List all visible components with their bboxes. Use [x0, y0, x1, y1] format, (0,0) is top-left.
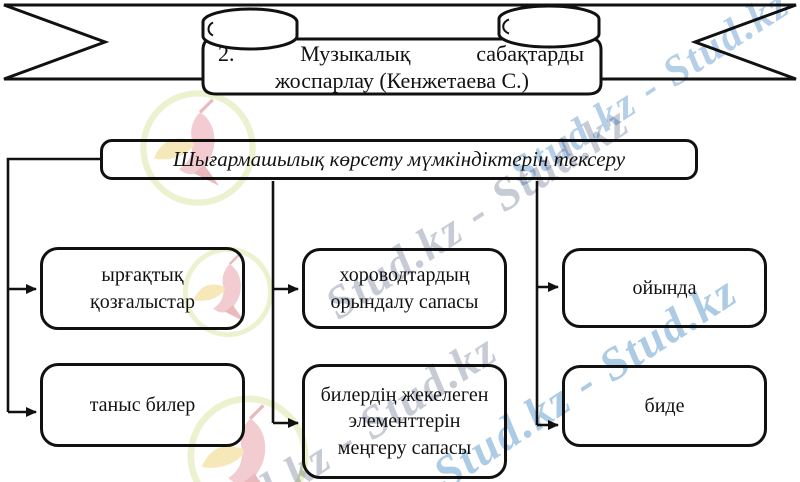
header-label: Шығармашылық көрсету мүмкіндіктерін текс…	[172, 147, 626, 171]
box-tanys-biler: таныс билер	[40, 363, 245, 447]
box-label: ырғақтық қозғалыстар	[89, 264, 196, 313]
box-label: билердің жекелеген элементтерін меңгеру …	[320, 383, 489, 459]
connector-left-trunk	[6, 157, 100, 412]
banner-number: 2.	[218, 41, 235, 66]
box-label: таныс билер	[89, 393, 196, 416]
scroll-plaque	[201, 37, 603, 96]
box-label: биде	[644, 394, 685, 417]
box-oiynda: ойында	[562, 248, 767, 328]
box-bilerdin-elementteri: билердің жекелеген элементтерін меңгеру …	[302, 364, 507, 479]
banner-title-line2: жоспарлау (Кенжетаева С.)	[275, 68, 529, 93]
box-label: ойында	[632, 276, 697, 299]
header-box: Шығармашылық көрсету мүмкіндіктерін текс…	[100, 139, 698, 180]
box-label: хороводтардың орындалу сапасы	[330, 264, 479, 313]
scroll-curl-right-roll	[502, 18, 510, 35]
banner-title-word2: сабақтарды	[476, 41, 584, 66]
scroll-curl-left-roll	[207, 21, 214, 37]
scroll-curl-right	[497, 4, 601, 49]
box-khorovod-sapasy: хороводтардың орындалу сапасы	[302, 248, 507, 329]
banner-title-word1: Музыкалық	[300, 41, 411, 66]
banner-title: 2. Музыкалық сабақтарды жоспарлау (Кенже…	[206, 40, 598, 94]
scroll-curl-left	[201, 7, 299, 51]
box-yrgaqtyq-qozgalystar: ырғақтық қозғалыстар	[40, 247, 245, 330]
box-bide: биде	[562, 365, 767, 447]
banner-title-line1: 2. Музыкалық сабақтарды	[206, 40, 598, 67]
